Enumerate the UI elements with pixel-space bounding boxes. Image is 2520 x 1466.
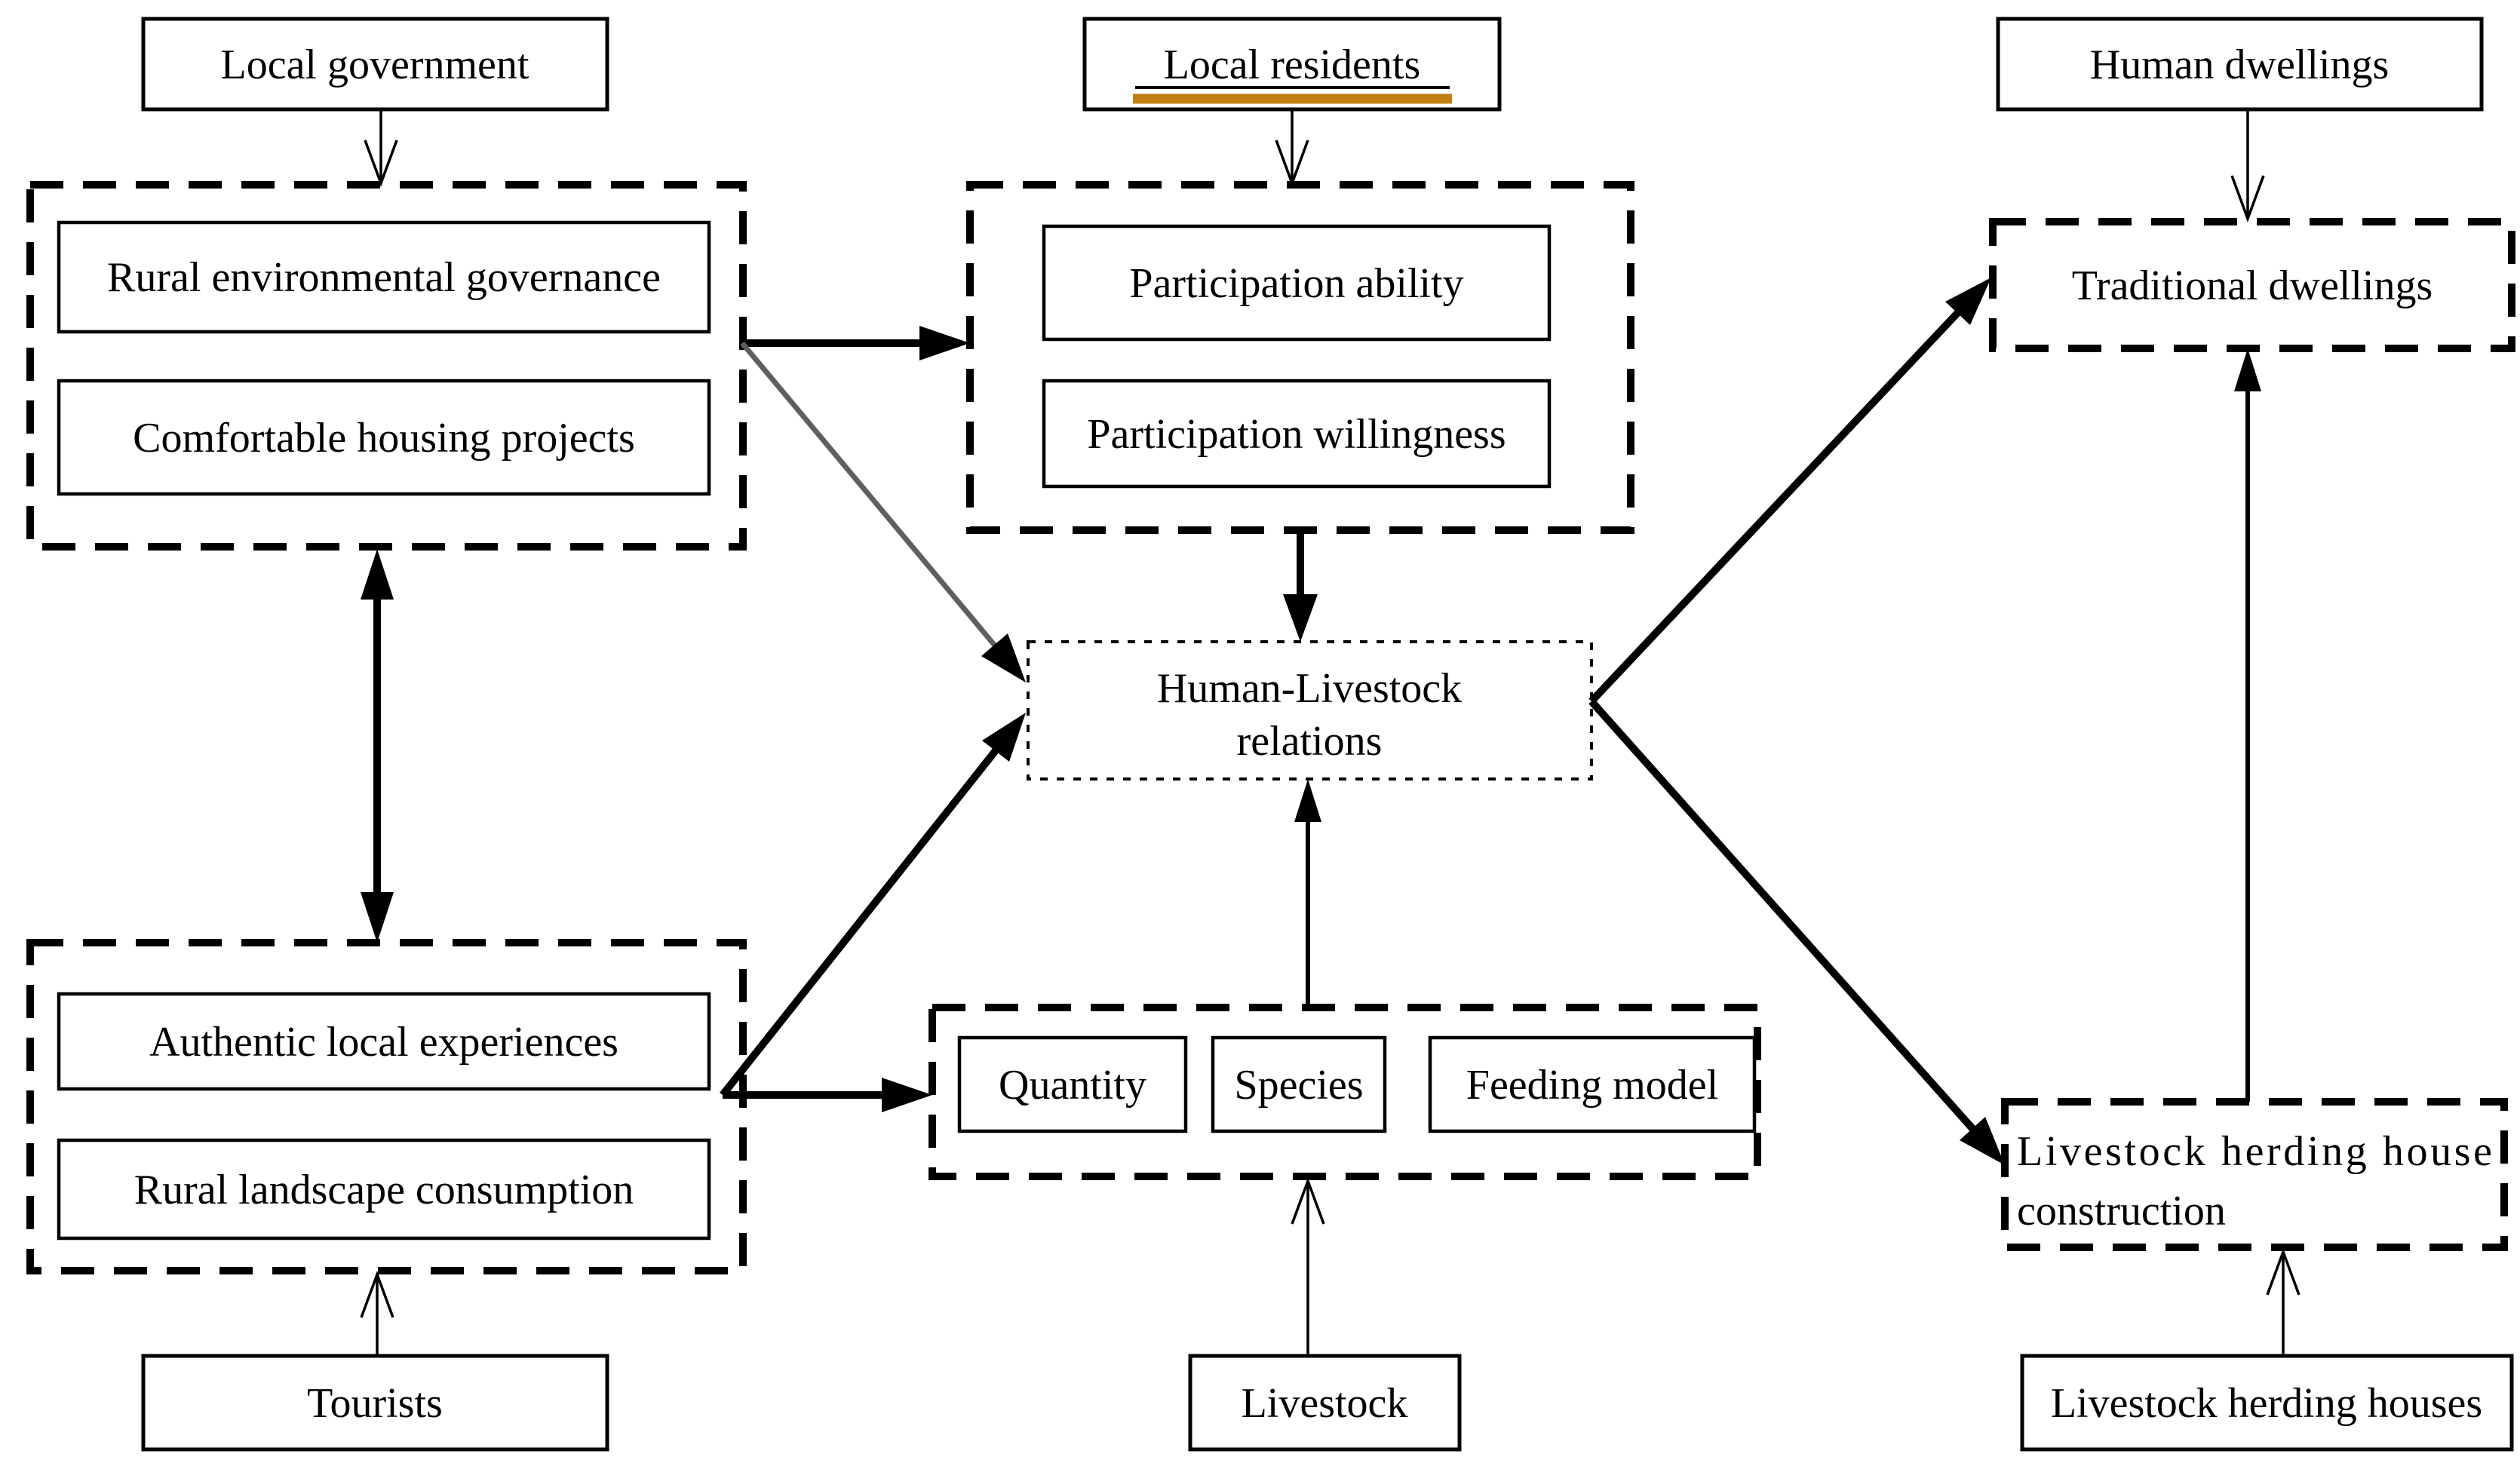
rural-landscape-consumption-rect bbox=[57, 1138, 711, 1241]
local-government-rect bbox=[141, 17, 609, 112]
arrowhead-up-icon bbox=[361, 549, 394, 600]
node-comfortable-housing-projects: Comfortable housing projects bbox=[57, 379, 711, 496]
local-residents-label: Local residents bbox=[1164, 41, 1421, 88]
livestock-herding-house-construction-box bbox=[2001, 1098, 2508, 1251]
open-arrowhead-up-icon bbox=[1291, 1176, 1325, 1225]
node-feeding-model: Feeding model bbox=[1428, 1035, 1757, 1133]
arrow-participation-group-to-relations bbox=[1283, 530, 1318, 642]
feeding-model-rect bbox=[1428, 1035, 1757, 1133]
arrow-policy-group-to-participation-group bbox=[742, 326, 970, 360]
human-dwellings-label: Human dwellings bbox=[2090, 41, 2390, 88]
arrow-livestock-to-attributes-group bbox=[1291, 1176, 1325, 1356]
quantity-rect bbox=[957, 1035, 1188, 1133]
node-livestock-herding-houses: Livestock herding houses bbox=[2020, 1354, 2514, 1452]
government-policy-group-box bbox=[26, 181, 747, 551]
node-rural-environmental-governance: Rural environmental governance bbox=[57, 220, 711, 334]
node-livestock: Livestock bbox=[1188, 1354, 1462, 1452]
node-local-residents: Local residents bbox=[1082, 17, 1502, 112]
arrowhead-right-icon bbox=[882, 1078, 932, 1112]
open-arrowhead-up-icon bbox=[360, 1270, 394, 1318]
arrow-relations-to-construction bbox=[1588, 698, 2005, 1165]
arrow-relations-to-traditional-dwellings bbox=[1588, 278, 1991, 704]
node-traditional-dwellings: Traditional dwellings bbox=[2072, 262, 2433, 309]
arrow-human-dwellings-to-traditional-dwellings bbox=[2230, 109, 2265, 223]
node-participation-willingness: Participation willingness bbox=[1042, 379, 1552, 489]
comfortable-housing-projects-rect bbox=[57, 379, 711, 496]
rural-environmental-governance-rect bbox=[57, 220, 711, 334]
arrow-shaft bbox=[720, 743, 1002, 1098]
arrowhead-up-right-icon bbox=[1945, 278, 1991, 325]
arrowhead-up-icon bbox=[2234, 348, 2261, 391]
participation-ability-rect bbox=[1042, 224, 1552, 342]
node-rural-landscape-consumption: Rural landscape consumption bbox=[57, 1138, 711, 1241]
arrowhead-down-icon bbox=[361, 892, 394, 943]
arrow-local-residents-to-participation-group bbox=[1275, 109, 1309, 188]
node-human-dwellings: Human dwellings bbox=[1996, 17, 2484, 112]
rural-environmental-governance-label: Rural environmental governance bbox=[107, 254, 661, 301]
open-arrowhead-up-icon bbox=[2266, 1247, 2301, 1296]
open-arrowhead-down-icon bbox=[1275, 140, 1309, 188]
arrow-tourism-group-to-attributes-group bbox=[723, 1078, 932, 1112]
arrow-shaft bbox=[740, 341, 1001, 652]
local-government-label: Local government bbox=[221, 41, 529, 88]
arrow-tourists-to-tourism-group bbox=[360, 1270, 394, 1356]
participation-ability-label: Participation ability bbox=[1129, 260, 1463, 307]
arrow-tourism-group-to-relations bbox=[720, 713, 1026, 1098]
node-livestock-herding-house-construction: Livestock herding house construction bbox=[2017, 1128, 2492, 1234]
traditional-dwellings-label: Traditional dwellings bbox=[2072, 262, 2433, 309]
comfortable-housing-projects-label: Comfortable housing projects bbox=[133, 415, 635, 462]
double-arrow-policy-group-tourism-group bbox=[361, 549, 394, 943]
livestock-herding-house-construction-line2: construction bbox=[2017, 1188, 2226, 1234]
arrow-policy-group-to-relations-gray bbox=[740, 341, 1026, 682]
rural-landscape-consumption-label: Rural landscape consumption bbox=[134, 1167, 634, 1213]
quantity-label: Quantity bbox=[999, 1062, 1146, 1109]
arrow-herding-houses-to-construction bbox=[2266, 1247, 2301, 1356]
open-arrowhead-down-icon bbox=[2230, 175, 2265, 223]
arrow-local-government-to-policy-group bbox=[364, 109, 398, 188]
arrowhead-down-icon bbox=[1283, 594, 1318, 642]
species-rect bbox=[1211, 1035, 1387, 1133]
livestock-herding-houses-label: Livestock herding houses bbox=[2051, 1380, 2482, 1427]
human-dwellings-rect bbox=[1996, 17, 2484, 112]
open-arrowhead-down-icon bbox=[364, 140, 398, 188]
human-livestock-relations-line2: relations bbox=[1237, 718, 1383, 765]
arrow-shaft bbox=[1588, 306, 1964, 704]
arrowhead-up-right-icon bbox=[982, 713, 1026, 762]
arrow-construction-to-traditional-dwellings bbox=[2234, 348, 2261, 1102]
node-human-livestock-relations: Human-Livestock relations bbox=[1157, 665, 1462, 765]
node-quantity: Quantity bbox=[957, 1035, 1188, 1133]
livestock-herding-house-construction-line1: Livestock herding house bbox=[2017, 1128, 2492, 1175]
tourists-label: Tourists bbox=[307, 1380, 443, 1427]
participation-willingness-label: Participation willingness bbox=[1087, 411, 1506, 458]
arrow-attributes-group-to-relations bbox=[1294, 779, 1321, 1007]
node-tourists: Tourists bbox=[141, 1354, 609, 1452]
species-label: Species bbox=[1234, 1062, 1363, 1109]
livestock-attributes-group-box bbox=[929, 1004, 1761, 1180]
traditional-dwellings-box bbox=[1989, 218, 2515, 352]
arrowhead-up-icon bbox=[1294, 779, 1321, 822]
human-livestock-relations-line1: Human-Livestock bbox=[1157, 665, 1462, 712]
arrowhead-right-icon bbox=[919, 326, 970, 360]
arrowhead-down-right-icon bbox=[981, 633, 1026, 682]
livestock-rect bbox=[1188, 1354, 1462, 1452]
node-species: Species bbox=[1211, 1035, 1387, 1133]
livestock-label: Livestock bbox=[1242, 1380, 1408, 1427]
authentic-local-experiences-rect bbox=[57, 992, 711, 1091]
authentic-local-experiences-label: Authentic local experiences bbox=[149, 1019, 618, 1066]
tourism-group-box bbox=[26, 939, 747, 1274]
node-authentic-local-experiences: Authentic local experiences bbox=[57, 992, 711, 1091]
feeding-model-label: Feeding model bbox=[1466, 1062, 1718, 1109]
node-local-government: Local government bbox=[141, 17, 609, 112]
arrowhead-down-right-icon bbox=[1960, 1117, 2005, 1165]
participation-willingness-rect bbox=[1042, 379, 1552, 489]
human-livestock-relations-box bbox=[1027, 640, 1593, 781]
arrow-shaft bbox=[1588, 698, 1979, 1136]
node-participation-ability: Participation ability bbox=[1042, 224, 1552, 342]
livestock-herding-houses-rect bbox=[2020, 1354, 2514, 1452]
tourists-rect bbox=[141, 1354, 609, 1452]
